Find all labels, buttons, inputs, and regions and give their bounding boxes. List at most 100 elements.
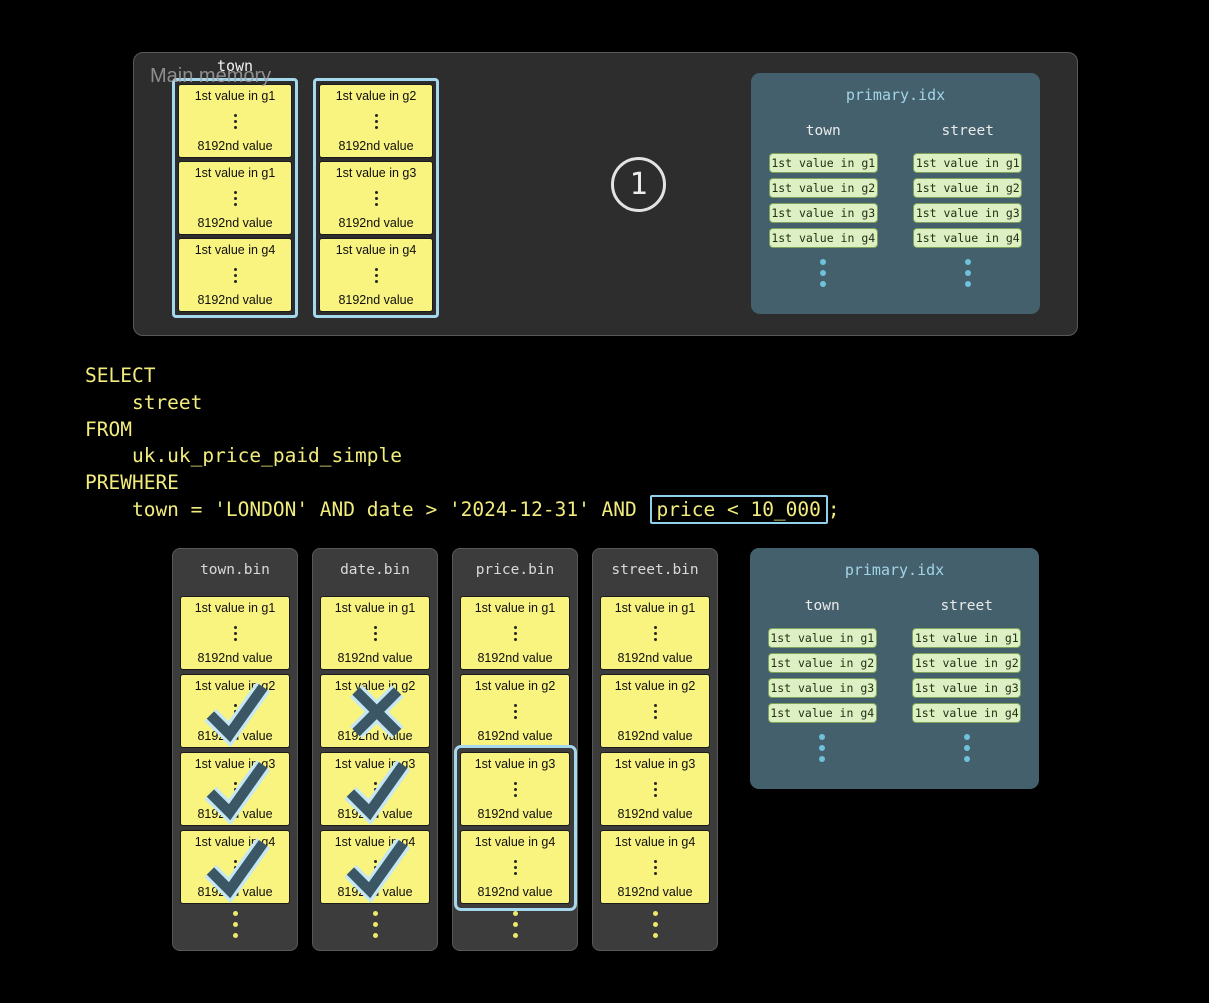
granule-block: 1st value in g1 8192nd value	[178, 84, 292, 158]
granule-block: 1st value in g4 8192nd value	[320, 830, 430, 904]
ellipsis-icon	[819, 734, 826, 762]
index-entry: 1st value in g2	[767, 653, 877, 673]
index-entry: 1st value in g1	[768, 153, 878, 173]
dot	[233, 859, 237, 863]
dot	[233, 267, 237, 271]
granule-last-value: 8192nd value	[197, 215, 273, 230]
ellipsis-icon	[233, 625, 237, 641]
dot	[374, 202, 378, 206]
sql-line: PREWHERE	[85, 471, 179, 495]
dot	[963, 734, 970, 740]
dot	[819, 756, 826, 762]
dot	[233, 793, 237, 797]
dot	[233, 865, 237, 869]
granule-last-value: 8192nd value	[477, 884, 553, 899]
granule-first-value: 1st value in g1	[194, 601, 276, 615]
ellipsis-icon	[374, 190, 378, 206]
dot	[963, 756, 970, 762]
ellipsis-icon	[373, 781, 377, 797]
dot	[233, 279, 237, 283]
dot	[374, 190, 378, 194]
dot	[374, 273, 378, 277]
granule-first-value: 1st value in g4	[194, 243, 276, 257]
dot	[652, 933, 658, 938]
primary-idx-title: primary.idx	[844, 561, 945, 579]
dot	[233, 631, 237, 635]
granule-first-value: 1st value in g1	[194, 89, 276, 103]
index-entry: 1st value in g2	[912, 653, 1022, 673]
ellipsis-icon	[173, 911, 297, 938]
index-entry: 1st value in g4	[912, 703, 1022, 723]
primary-idx-title: primary.idx	[845, 86, 946, 104]
dot	[512, 933, 518, 938]
bin-column-title: town.bin	[200, 562, 270, 578]
granule-first-value: 1st value in g2	[474, 679, 556, 693]
dot	[374, 196, 378, 200]
granule-last-value: 8192nd value	[617, 884, 693, 899]
dot	[373, 631, 377, 635]
dot	[819, 745, 826, 751]
primary-idx-column-header: town	[805, 123, 841, 139]
granule-first-value: 1st value in g4	[334, 835, 416, 849]
dot	[233, 625, 237, 629]
dot	[819, 734, 826, 740]
index-entry: 1st value in g1	[767, 628, 877, 648]
index-entry: 1st value in g2	[913, 178, 1023, 198]
sql-line: uk.uk_price_paid_simple	[85, 444, 402, 468]
dot	[820, 281, 827, 287]
ellipsis-icon	[233, 859, 237, 875]
granule-last-value: 8192nd value	[337, 884, 413, 899]
granule-last-value: 8192nd value	[337, 806, 413, 821]
granule-last-value: 8192nd value	[337, 728, 413, 743]
sql-line: street	[85, 390, 203, 414]
granule-first-value: 1st value in g1	[334, 601, 416, 615]
dot	[233, 787, 237, 791]
granule-first-value: 1st value in g3	[335, 166, 417, 180]
bin-column-title: price.bin	[475, 562, 555, 578]
town-column-label: town	[216, 57, 254, 75]
index-entry: 1st value in g4	[913, 228, 1023, 248]
dot	[964, 270, 971, 276]
granule-block: 1st value in g1 8192nd value	[320, 596, 430, 670]
index-entry: 1st value in g3	[912, 678, 1022, 698]
ellipsis-icon	[233, 781, 237, 797]
dot	[653, 865, 657, 869]
ellipsis-icon	[233, 190, 237, 206]
selected-granules-highlight	[454, 745, 577, 911]
granule-last-value: 8192nd value	[337, 650, 413, 665]
granule-last-value: 8192nd value	[197, 138, 273, 153]
index-entry: 1st value in g3	[913, 203, 1023, 223]
dot	[373, 709, 377, 713]
dot	[512, 922, 518, 927]
granule-last-value: 8192nd value	[197, 650, 273, 665]
ellipsis-icon	[653, 625, 657, 641]
primary-idx-column-header: street	[941, 123, 994, 139]
dot	[233, 125, 237, 129]
dot	[233, 709, 237, 713]
dot	[374, 279, 378, 283]
ellipsis-icon	[233, 703, 237, 719]
primary-idx-column-header: street	[940, 598, 993, 614]
dot	[233, 119, 237, 123]
dot	[373, 865, 377, 869]
ellipsis-icon	[963, 734, 970, 762]
bin-column-title: date.bin	[340, 562, 410, 578]
dot	[373, 781, 377, 785]
dot	[232, 933, 238, 938]
granule-first-value: 1st value in g3	[194, 757, 276, 771]
ellipsis-icon	[373, 703, 377, 719]
dot	[513, 793, 517, 797]
